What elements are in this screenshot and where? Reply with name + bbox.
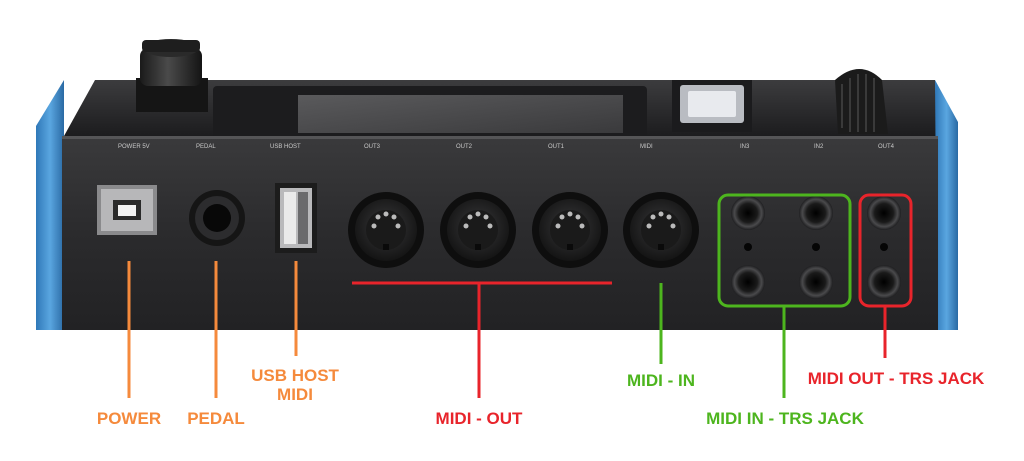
midi-out-bracket bbox=[352, 281, 612, 398]
marking-pedal: PEDAL bbox=[196, 144, 216, 150]
usb-a-host-port bbox=[275, 183, 317, 253]
din-out-1 bbox=[532, 192, 608, 268]
midi-out-label: MIDI - OUT bbox=[436, 409, 523, 428]
din-out-2 bbox=[440, 192, 516, 268]
trs-jacks-in bbox=[731, 196, 833, 299]
wheel bbox=[835, 69, 888, 134]
display-glass bbox=[298, 95, 623, 133]
trs-in-jack-2 bbox=[799, 196, 833, 230]
panel-markings: POWER 5V PEDAL USB HOST OUT3 OUT2 OUT1 M… bbox=[118, 144, 895, 150]
trs-out-jack-1 bbox=[867, 196, 901, 230]
device: POWER 5V PEDAL USB HOST OUT3 OUT2 OUT1 M… bbox=[36, 39, 958, 330]
trs-in-jack-3 bbox=[731, 265, 765, 299]
din-connectors bbox=[348, 192, 699, 268]
marking-out3: OUT3 bbox=[364, 144, 381, 150]
right-end-cap bbox=[935, 80, 958, 330]
power-label: POWER bbox=[97, 409, 161, 428]
footswitch bbox=[672, 80, 752, 132]
din-out-3 bbox=[348, 192, 424, 268]
marking-power: POWER 5V bbox=[118, 144, 150, 150]
marking-usb-host: USB HOST bbox=[270, 144, 301, 150]
annotations: POWER PEDAL USB HOST MIDI MIDI - OUT MID… bbox=[97, 193, 985, 428]
trs-jacks-out bbox=[867, 196, 901, 299]
pedal-jack bbox=[189, 190, 245, 246]
left-end-cap bbox=[36, 80, 64, 330]
midi-in-trs-label: MIDI IN - TRS JACK bbox=[706, 409, 864, 428]
trs-in-jack-1 bbox=[731, 196, 765, 230]
usb-host-label-line2: MIDI bbox=[277, 385, 313, 404]
marking-out1: OUT1 bbox=[548, 144, 565, 150]
midi-in-label: MIDI - IN bbox=[627, 371, 695, 390]
marking-midi: MIDI bbox=[640, 144, 653, 150]
marking-in2: IN2 bbox=[814, 144, 824, 150]
usb-b-power-port bbox=[97, 185, 157, 235]
encoder-knob bbox=[136, 39, 208, 112]
marking-out2: OUT2 bbox=[456, 144, 473, 150]
pedal-label: PEDAL bbox=[187, 409, 245, 428]
midi-out-trs-label: MIDI OUT - TRS JACK bbox=[808, 369, 985, 388]
din-in bbox=[623, 192, 699, 268]
trs-in-jack-4 bbox=[799, 265, 833, 299]
usb-host-label-line1: USB HOST bbox=[251, 366, 339, 385]
marking-out4: OUT4 bbox=[878, 144, 895, 150]
trs-out-jack-2 bbox=[867, 265, 901, 299]
marking-in3: IN3 bbox=[740, 144, 750, 150]
